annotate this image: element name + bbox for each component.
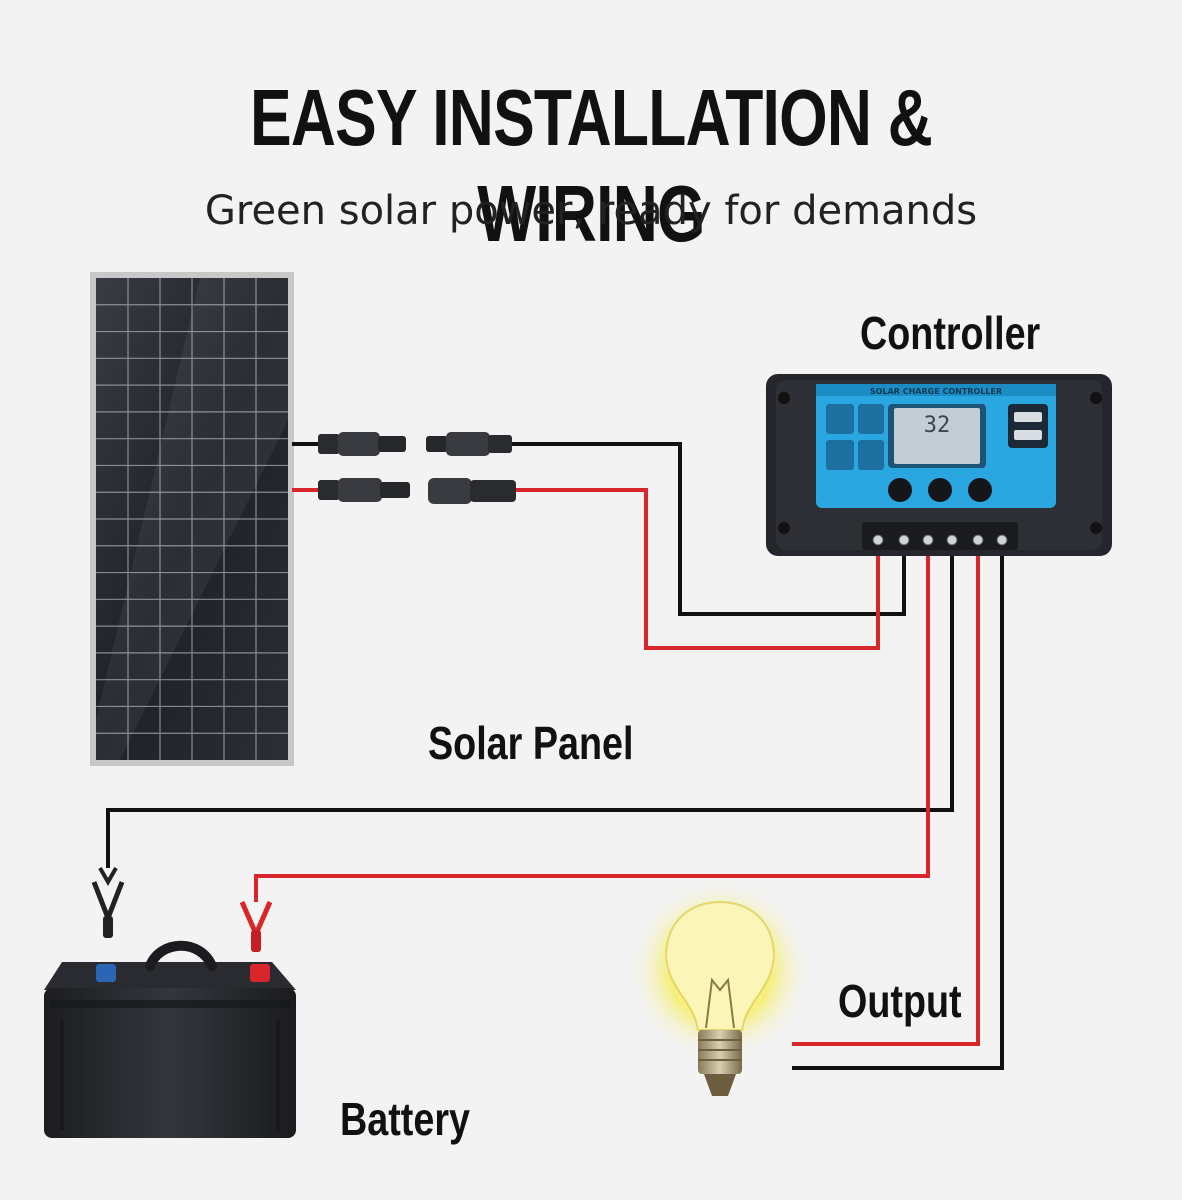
solar-panel-icon [90,272,294,766]
output-label: Output [838,975,962,1027]
controller-label: Controller [860,307,1041,359]
controller-brand-text: SOLAR CHARGE CONTROLLER [870,387,1002,396]
battery-icon [44,940,296,1138]
alligator-clip-icon [91,867,273,952]
light-bulb-icon [628,878,812,1096]
charge-controller-icon: SOLAR CHARGE CONTROLLER 32 [766,374,1112,556]
page-title: EASY INSTALLATION & WIRING [249,73,933,258]
page-subtitle: Green solar power, ready for demands [204,188,978,234]
wiring [106,442,1004,1070]
solar-panel-label: Solar Panel [428,717,634,769]
controller-display-value: 32 [924,413,951,438]
mc4-connector-icon [318,432,516,504]
battery-label: Battery [340,1093,470,1145]
